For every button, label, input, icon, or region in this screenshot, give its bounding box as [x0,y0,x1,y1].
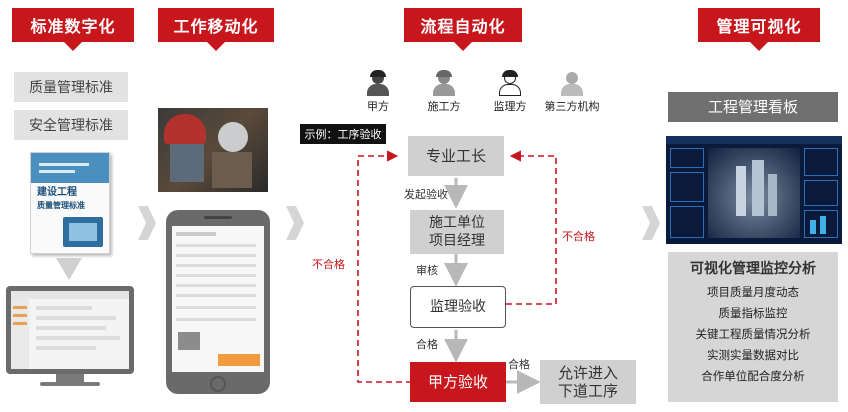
role-supervision: 监理方 [480,70,540,114]
role-construction: 施工方 [414,70,474,114]
node-owner-inspection[interactable]: 甲方验收 [410,362,506,402]
standards-book-image: 建设工程 质量管理标准 [30,152,110,254]
chevron-right-icon [642,206,660,240]
book-title: 建设工程 质量管理标准 [37,187,85,210]
header-visual-management: 管理可视化 [698,8,820,51]
role-owner: 甲方 [348,70,408,114]
node-foreman[interactable]: 专业工长 [408,136,504,176]
header-mobile-work: 工作移动化 [158,8,274,51]
dashboard-image [666,136,842,244]
analysis-panel: 可视化管理监控分析 项目质量月度动态 质量指标监控 关键工程质量情况分析 实测实… [668,252,838,402]
analysis-item: 实测实量数据对比 [707,348,799,362]
chevron-right-icon [286,206,304,240]
analysis-item: 项目质量月度动态 [707,285,799,299]
safety-standard-box[interactable]: 安全管理标准 [14,110,128,140]
node-supervision-inspection[interactable]: 监理验收 [410,286,506,328]
label-pass-1: 合格 [416,338,438,351]
analysis-item: 质量指标监控 [718,306,788,320]
node-next-process[interactable]: 允许进入下道工序 [540,360,636,404]
phone-image [166,210,270,394]
monitor-image [6,286,136,388]
dashboard-title: 工程管理看板 [668,92,838,122]
owner-icon [367,70,389,96]
role-third-party: 第三方机构 [542,70,602,114]
worker-icon [433,70,455,96]
header-standard-digitization: 标准数字化 [12,8,134,51]
example-label: 示例：工序验收 [300,124,386,144]
analysis-item: 合作单位配合度分析 [701,369,805,383]
label-review: 审核 [416,264,438,277]
supervisor-icon [499,70,521,96]
label-start-inspection: 发起验收 [404,188,448,201]
node-contractor-pm[interactable]: 施工单位项目经理 [410,210,504,254]
quality-standard-box[interactable]: 质量管理标准 [14,72,128,102]
site-photo [158,108,268,192]
analysis-item: 关键工程质量情况分析 [695,327,811,341]
third-party-icon [561,70,583,96]
header-process-automation: 流程自动化 [404,8,522,51]
label-pass-2: 合格 [508,358,530,371]
fail-loop-right [506,150,557,305]
label-fail-right: 不合格 [562,230,595,243]
analysis-title: 可视化管理监控分析 [690,261,816,277]
chevron-right-icon [138,206,156,240]
label-fail-left: 不合格 [312,258,345,271]
